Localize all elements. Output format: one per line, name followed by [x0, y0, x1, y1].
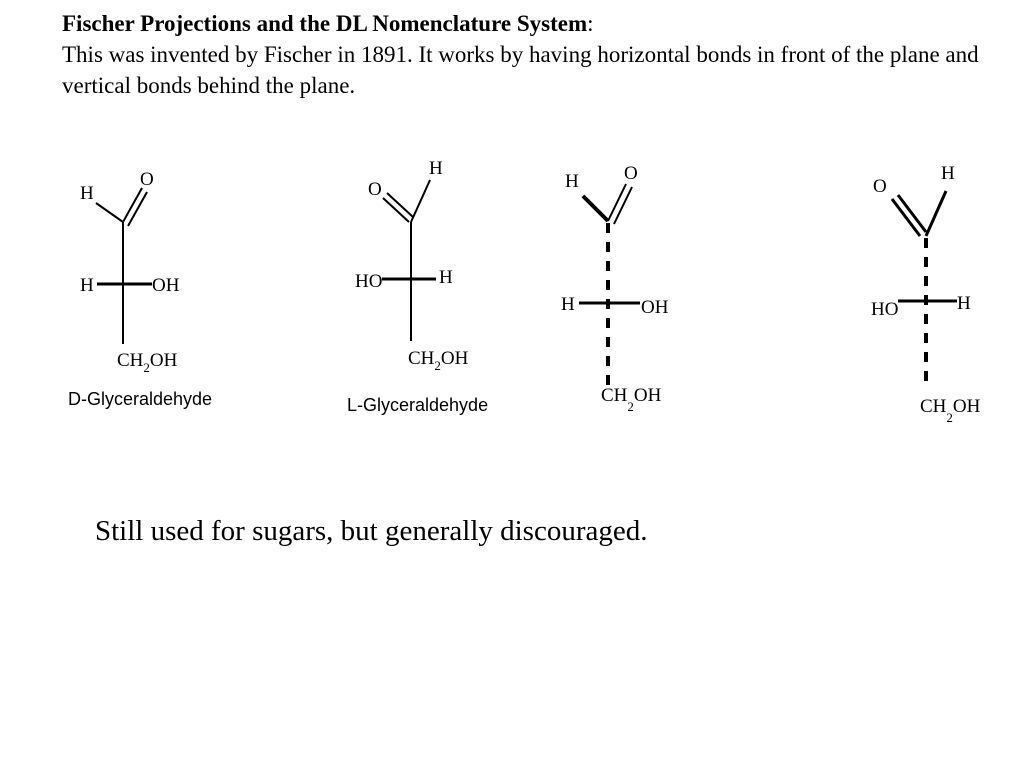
footer-note: Still used for sugars, but generally dis…: [95, 515, 648, 547]
label-bottom-group: CH2OH: [408, 348, 469, 373]
label-bottom-group: CH2OH: [920, 396, 981, 425]
bond-double-co-a: [890, 198, 922, 237]
label-top-right: O: [624, 163, 638, 184]
label-top-right: H: [941, 163, 955, 184]
label-top-right: O: [140, 169, 154, 190]
label-top-left: O: [873, 176, 887, 197]
bond-h-carbonyl: [410, 179, 431, 223]
caption-d-glyceraldehyde: D-Glyceraldehyde: [68, 389, 212, 409]
label-left: H: [80, 275, 94, 296]
bond-double-co-a: [122, 187, 143, 223]
label-right: H: [957, 293, 971, 314]
structure-d-dashed: H O H OH CH2OH: [561, 163, 669, 414]
bond-double-co-b: [896, 194, 928, 233]
label-top-right: H: [429, 158, 443, 179]
bond-double-co-a: [607, 183, 627, 222]
caption-l-glyceraldehyde: L-Glyceraldehyde: [347, 395, 488, 415]
bond-double-co-a: [382, 197, 410, 223]
label-left: HO: [355, 271, 382, 292]
bond-h-carbonyl: [95, 202, 124, 223]
label-right: OH: [152, 275, 180, 296]
label-left: H: [561, 294, 575, 315]
title-colon: :: [587, 11, 594, 36]
structure-l-dashed: O H HO H CH2OH: [871, 163, 981, 425]
label-bottom-group: CH2OH: [601, 385, 662, 414]
bond-double-co-b: [127, 191, 148, 227]
label-bottom-group: CH2OH: [117, 350, 178, 375]
bond-double-co-b: [613, 186, 633, 225]
label-right: OH: [641, 297, 669, 318]
heading-block: Fischer Projections and the DL Nomenclat…: [62, 8, 982, 101]
label-right: H: [439, 267, 453, 288]
label-left: HO: [871, 299, 898, 320]
bond-h-carbonyl: [924, 190, 948, 237]
structure-d-glyceraldehyde: H O H OH CH2OH D-Glyceraldehyde: [68, 169, 212, 409]
label-top-left: H: [80, 183, 94, 204]
slide-description: This was invented by Fischer in 1891. It…: [62, 42, 979, 98]
label-top-left: O: [368, 179, 382, 200]
slide-title: Fischer Projections and the DL Nomenclat…: [62, 11, 588, 36]
bond-h-carbonyl: [581, 194, 610, 223]
bond-double-co-b: [386, 192, 414, 218]
structure-l-glyceraldehyde: O H HO H CH2OH L-Glyceraldehyde: [347, 158, 488, 415]
label-top-left: H: [565, 171, 579, 192]
